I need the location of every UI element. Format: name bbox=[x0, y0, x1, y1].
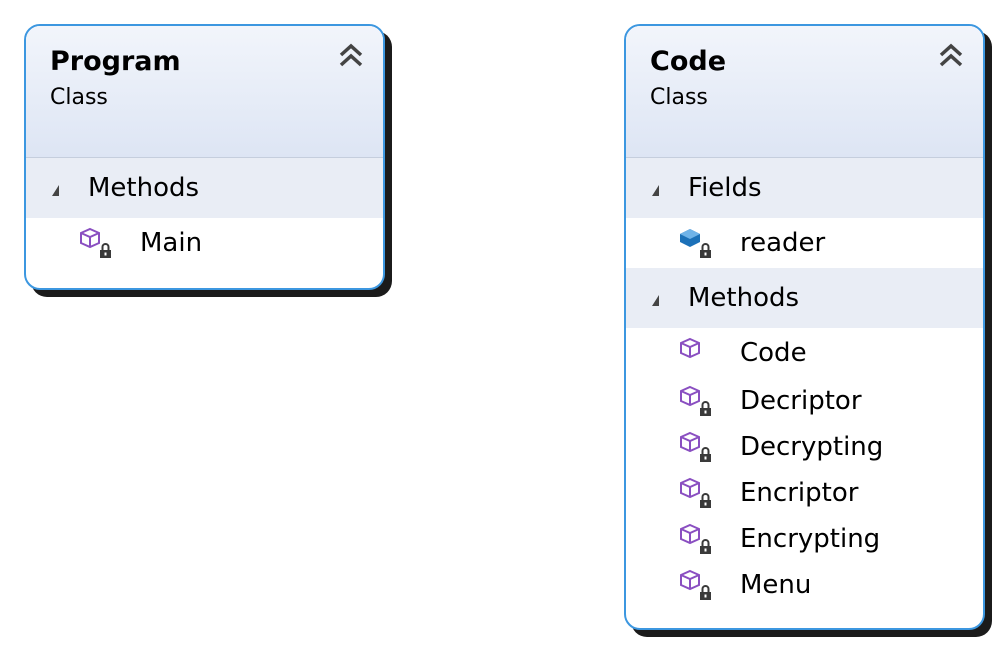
member-encrypting[interactable]: Encrypting bbox=[626, 516, 983, 562]
class-header: Program Class bbox=[26, 26, 383, 158]
class-header: Code Class bbox=[626, 26, 983, 158]
class-kind: Class bbox=[50, 85, 108, 110]
section-header-methods[interactable]: Methods bbox=[626, 268, 983, 328]
class-box-code[interactable]: Code Class Fields reader Methods Code bbox=[624, 24, 985, 630]
section-header-fields[interactable]: Fields bbox=[626, 158, 983, 218]
member-label: Code bbox=[740, 338, 807, 368]
section-title: Methods bbox=[88, 173, 200, 203]
private-method-icon bbox=[680, 569, 711, 600]
member-decriptor[interactable]: Decriptor bbox=[626, 378, 983, 424]
member-menu[interactable]: Menu bbox=[626, 562, 983, 608]
expand-triangle-icon bbox=[652, 295, 659, 306]
private-method-icon bbox=[80, 227, 111, 258]
expand-triangle-icon bbox=[652, 185, 659, 196]
class-name: Program bbox=[50, 46, 181, 77]
private-method-icon bbox=[680, 431, 711, 462]
private-method-icon bbox=[680, 477, 711, 508]
private-field-icon bbox=[680, 229, 711, 258]
private-method-icon bbox=[680, 523, 711, 554]
private-method-icon bbox=[680, 385, 711, 416]
section-title: Fields bbox=[688, 173, 762, 203]
member-reader[interactable]: reader bbox=[626, 218, 983, 268]
class-box-program[interactable]: Program Class Methods Main bbox=[24, 24, 385, 290]
member-label: Decrypting bbox=[740, 432, 884, 462]
member-label: Main bbox=[140, 228, 203, 258]
section-title: Methods bbox=[688, 283, 800, 313]
class-name: Code bbox=[650, 46, 727, 77]
collapse-chevron-icon[interactable] bbox=[337, 40, 365, 68]
member-label: Encrypting bbox=[740, 524, 881, 554]
member-main[interactable]: Main bbox=[26, 218, 383, 268]
member-decrypting[interactable]: Decrypting bbox=[626, 424, 983, 470]
public-method-icon bbox=[680, 337, 700, 359]
member-label: Menu bbox=[740, 570, 812, 600]
member-label: Decriptor bbox=[740, 386, 862, 416]
collapse-chevron-icon[interactable] bbox=[937, 40, 965, 68]
member-encriptor[interactable]: Encriptor bbox=[626, 470, 983, 516]
member-label: Encriptor bbox=[740, 478, 859, 508]
class-kind: Class bbox=[650, 85, 708, 110]
member-code[interactable]: Code bbox=[626, 328, 983, 378]
member-label: reader bbox=[740, 228, 826, 258]
section-header-methods[interactable]: Methods bbox=[26, 158, 383, 218]
expand-triangle-icon bbox=[52, 185, 59, 196]
